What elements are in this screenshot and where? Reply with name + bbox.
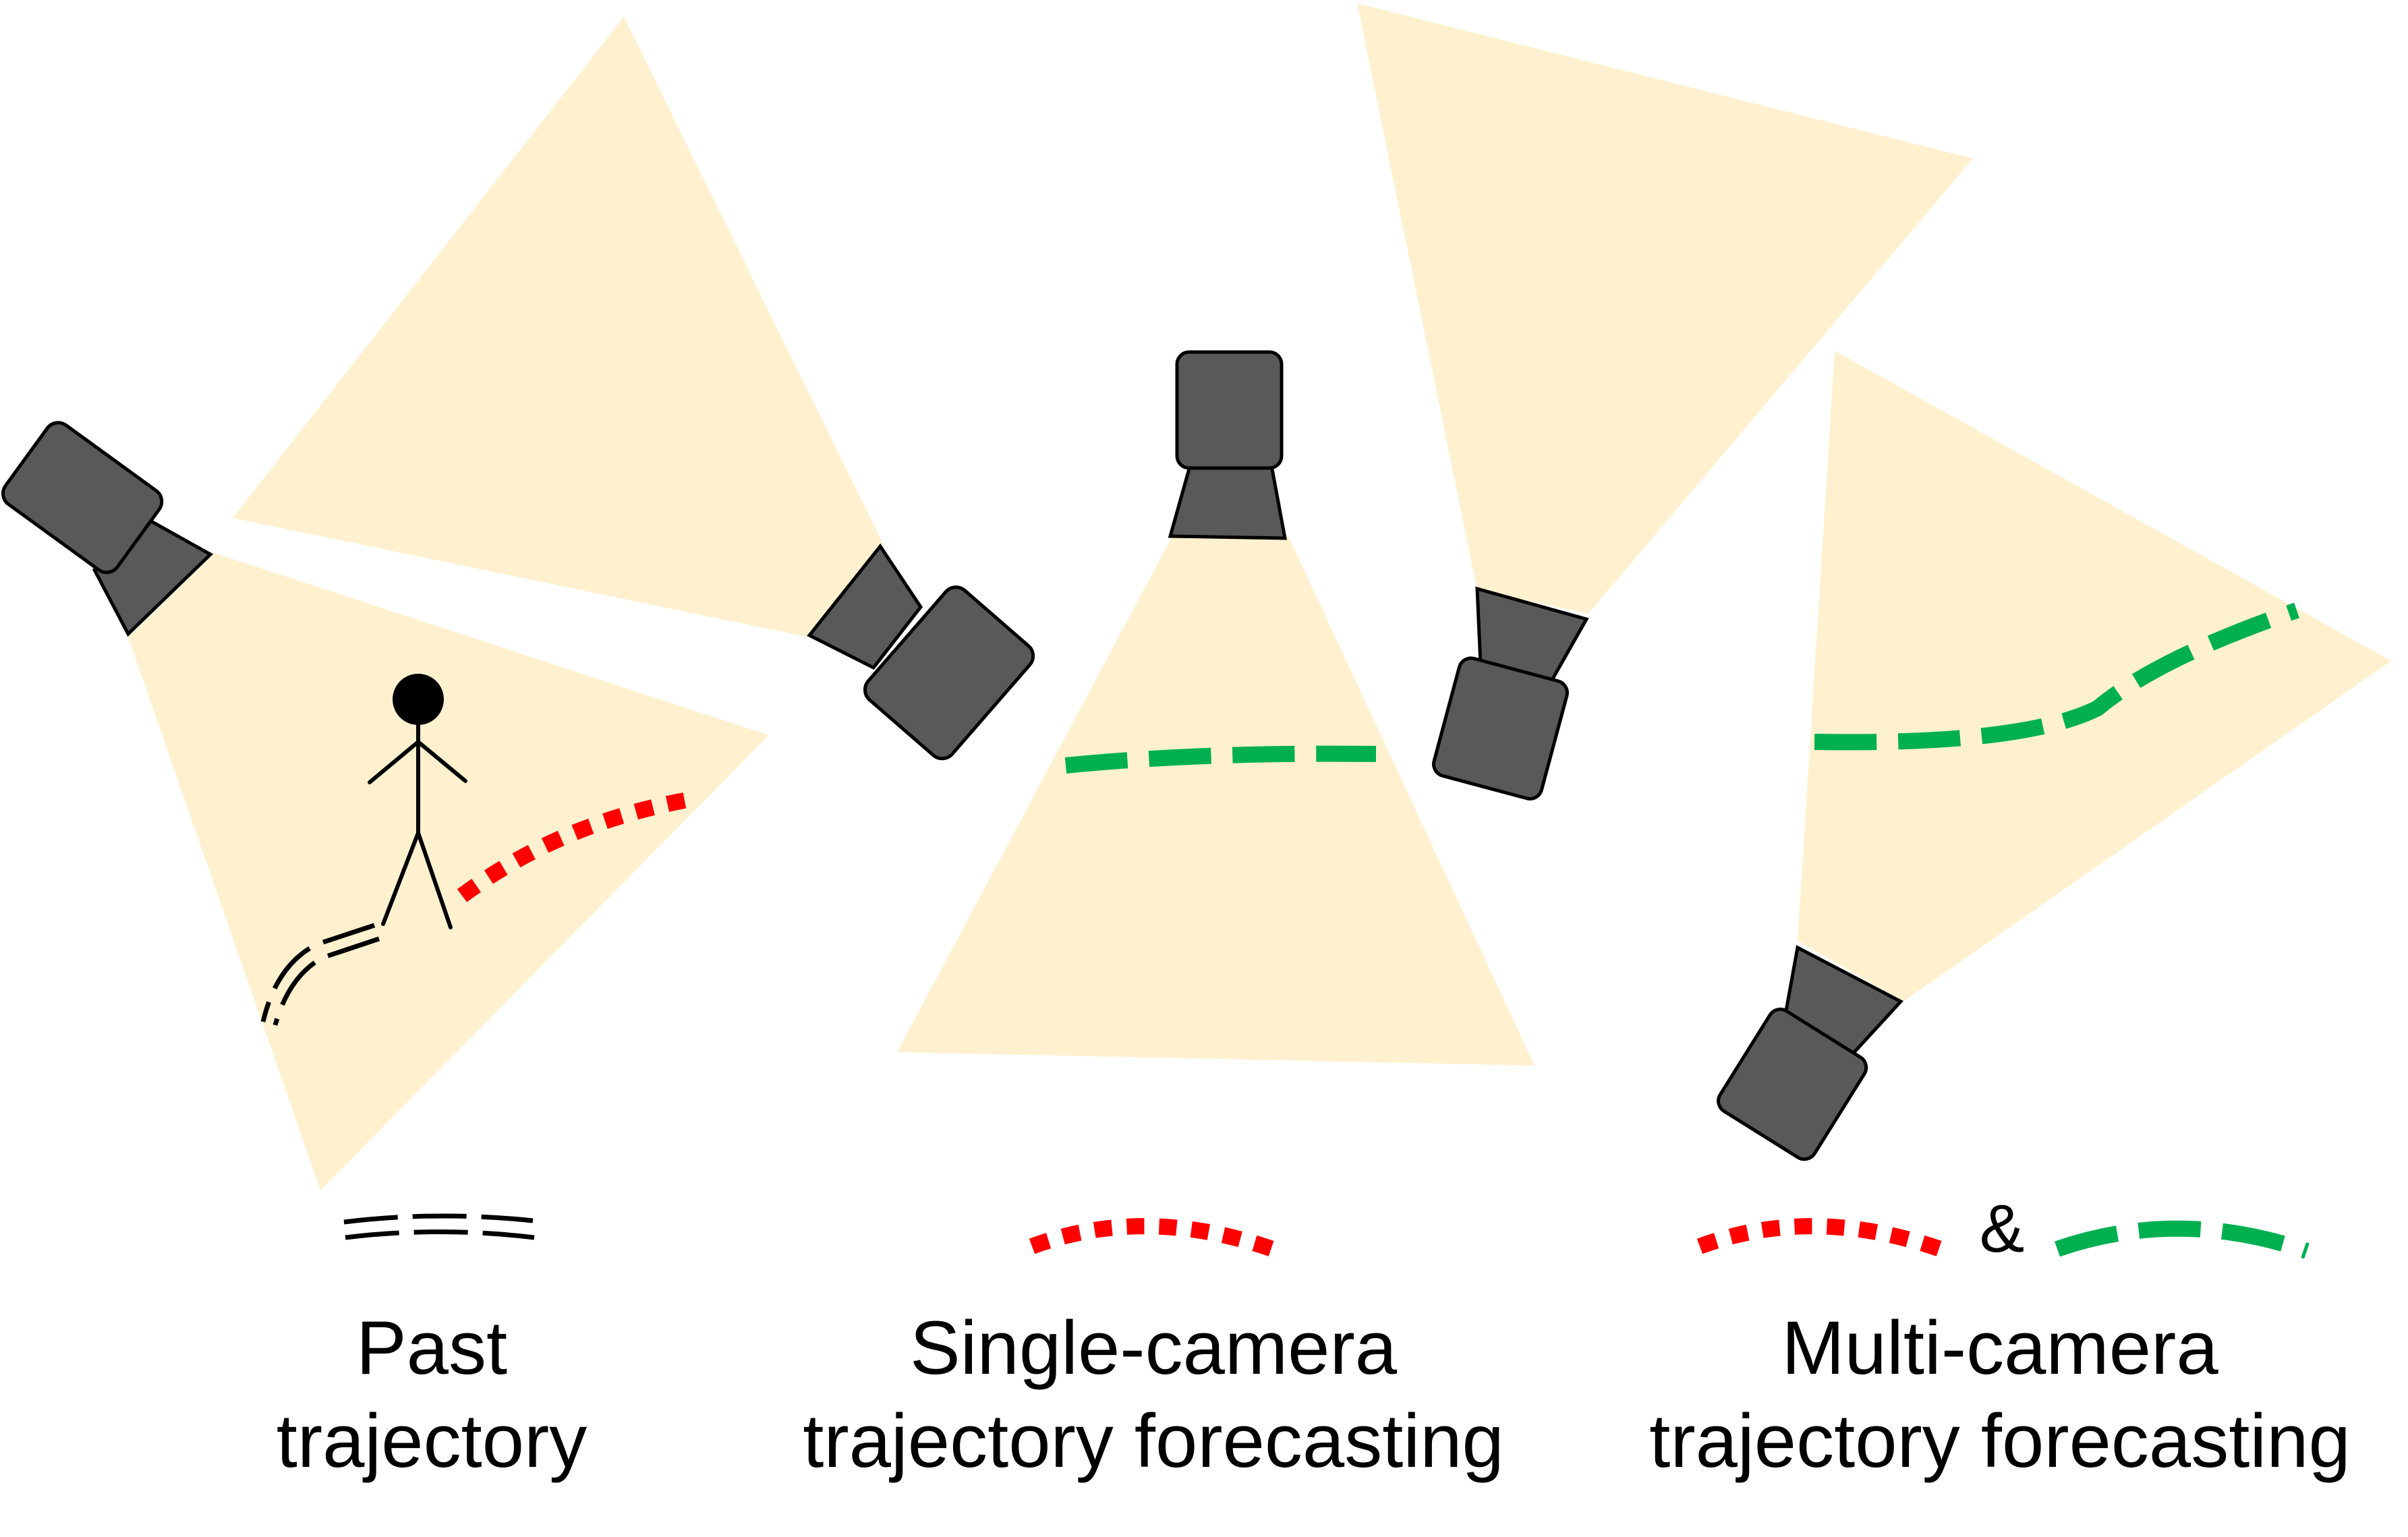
person-icon (368, 674, 467, 929)
camera-5-field-of-view (1798, 351, 2391, 1002)
past-legend-line1: Past (355, 1306, 508, 1390)
past-legend-line2: trajectory (276, 1399, 587, 1483)
multi-legend-line1: Multi-camera (1781, 1306, 2218, 1390)
multi-camera-forecast (1814, 602, 2299, 751)
multi-legend-line2: trajectory forecasting (1649, 1399, 2351, 1483)
single-legend-label: Single-camera trajectory forecasting (803, 1302, 1504, 1488)
past-legend-label: Past trajectory (277, 1302, 587, 1488)
camera-1-field-of-view (128, 553, 769, 1190)
multi-red-legend-glyph (1696, 1218, 1949, 1259)
single-camera-forecast (457, 791, 693, 902)
camera-icon (1432, 586, 1589, 801)
camera-icon (1168, 350, 1288, 540)
multi-legend-label: Multi-camera trajectory forecasting (1649, 1302, 2351, 1488)
camera-icon (807, 543, 1035, 761)
camera-4-field-of-view (1357, 3, 1973, 614)
single-legend-line2: trajectory forecasting (803, 1399, 1504, 1483)
multi-camera-forecast (1064, 745, 1377, 774)
camera-2-field-of-view (233, 17, 884, 637)
past-legend-glyph (343, 1213, 535, 1240)
multi-green-legend-glyph (2055, 1220, 2310, 1259)
single-legend-glyph (1029, 1218, 1282, 1259)
single-legend-line1: Single-camera (909, 1306, 1398, 1390)
past-trajectory (260, 923, 380, 1026)
camera-3-field-of-view (897, 536, 1535, 1066)
camera-icon (1717, 945, 1904, 1161)
legend-ampersand: & (1979, 1191, 2025, 1267)
camera-icon (1, 421, 214, 637)
